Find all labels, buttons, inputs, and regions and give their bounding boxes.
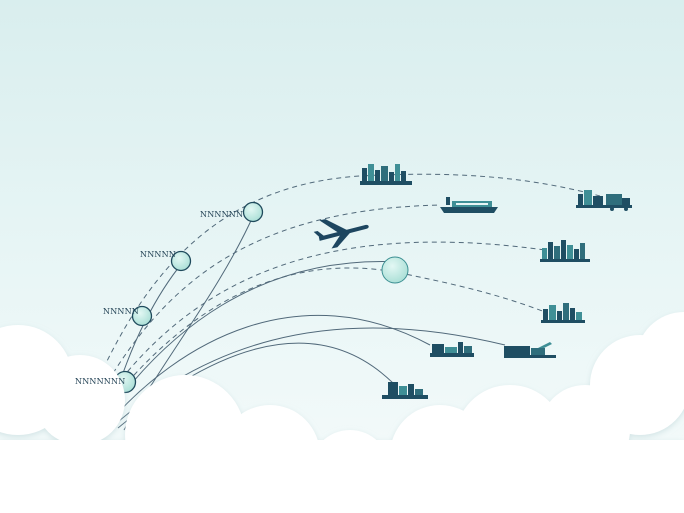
route-nodes <box>113 201 409 394</box>
row2-label: NNNNN <box>140 250 176 259</box>
ship-icon <box>440 197 498 213</box>
node-5 <box>381 256 409 284</box>
route-arc-4 <box>93 267 546 425</box>
factory-icon <box>430 342 474 357</box>
row4-label: NNNNNNN <box>75 377 126 386</box>
truck-icon <box>504 342 556 358</box>
city-skyline-icon <box>540 240 590 262</box>
node-3 <box>131 305 153 327</box>
node-1 <box>242 201 264 223</box>
clouds <box>0 312 684 513</box>
row3-label: NNNNN <box>103 307 139 316</box>
city-skyline-icon <box>541 303 585 323</box>
route-arc-6 <box>105 314 431 427</box>
city-skyline-icon <box>360 164 412 185</box>
route-arc-3 <box>89 241 546 423</box>
airplane-icon <box>313 219 369 249</box>
node-2 <box>170 250 192 272</box>
factory-icon <box>382 382 428 399</box>
truck-icon <box>576 190 632 211</box>
row1-label: NNNNNN <box>200 210 244 219</box>
